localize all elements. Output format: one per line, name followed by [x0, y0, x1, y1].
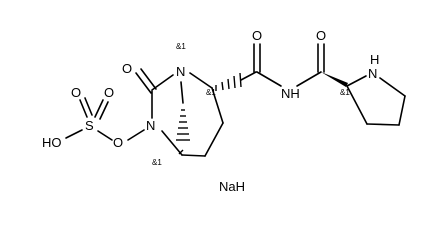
bond-c3-c4 — [204, 122, 224, 157]
atom-o-amide2: O — [316, 28, 326, 43]
bond-pyr-c4-c3 — [366, 123, 400, 126]
bond-pyr-c3-c2 — [346, 85, 368, 125]
bond-nbridge-ch2 — [180, 81, 184, 104]
atom-s-sulfate: S — [85, 118, 94, 133]
hashed-bond-bridge — [176, 109, 190, 141]
atom-o-sulfate-top-right: O — [104, 85, 114, 100]
atom-nh-amide: NH — [281, 86, 300, 101]
bond-lactam-carbonyl-a — [135, 72, 152, 94]
structure-drawing: O N N O S O O HO O NH O H N &1 &1 &1 &1 … — [42, 28, 406, 194]
bond-nring-bridgec — [161, 130, 183, 156]
bond-c4-bridgec — [181, 154, 206, 157]
bond-pyr-n-c5 — [379, 77, 406, 97]
hashed-bond-bridgehead — [178, 149, 184, 155]
bond-c2-amide-c — [240, 71, 257, 81]
atom-ho-sulfate: HO — [42, 135, 62, 150]
stereo-label-pyrrolidine-c2: &1 — [340, 88, 350, 97]
bond-pyr-c2-n — [346, 75, 367, 87]
bond-s-o-topright-a — [94, 99, 104, 118]
stereo-label-bridgehead-n: &1 — [176, 42, 186, 51]
bond-o-s — [97, 130, 113, 141]
atom-o-n-oxy: O — [113, 135, 123, 150]
hashed-bond-c2-amide — [215, 72, 242, 91]
bond-s-oh — [65, 129, 83, 139]
stereo-label-c2: &1 — [206, 88, 216, 97]
bond-s-o-topleft-b — [84, 97, 93, 116]
bond-s-o-topleft-a — [79, 99, 88, 118]
bond-pyr-c5-c4 — [398, 95, 406, 126]
bond-nh-amide2-c — [296, 71, 322, 87]
chemical-structure-canvas: O N N O S O O HO O NH O H N &1 &1 &1 &1 … — [42, 28, 406, 194]
atom-o-sulfate-top-left: O — [71, 85, 81, 100]
bond-nring-o — [127, 129, 145, 141]
atom-n-pyrrolidine: N — [368, 66, 377, 81]
bond-amide1-c-nh — [256, 71, 282, 87]
wedge-bond-pyrrolidine — [321, 72, 348, 87]
atom-o-amide1: O — [252, 28, 262, 43]
atom-n-bridgehead: N — [176, 64, 185, 79]
atom-h-pyrrolidine: H — [370, 52, 379, 67]
bond-c2-c3 — [211, 87, 224, 124]
stereo-label-bridgehead-c: &1 — [152, 158, 162, 167]
atom-n-ring: N — [146, 118, 155, 133]
bond-s-o-topright-b — [99, 101, 109, 120]
bond-nbridge-c2 — [189, 72, 213, 89]
counter-ion-label: NaH — [219, 179, 245, 194]
bond-lactam-c-n-bridge — [151, 74, 174, 91]
atom-o-carbonyl-bicyclic: O — [122, 61, 132, 76]
bond-lactam-carbonyl-b — [140, 68, 157, 90]
